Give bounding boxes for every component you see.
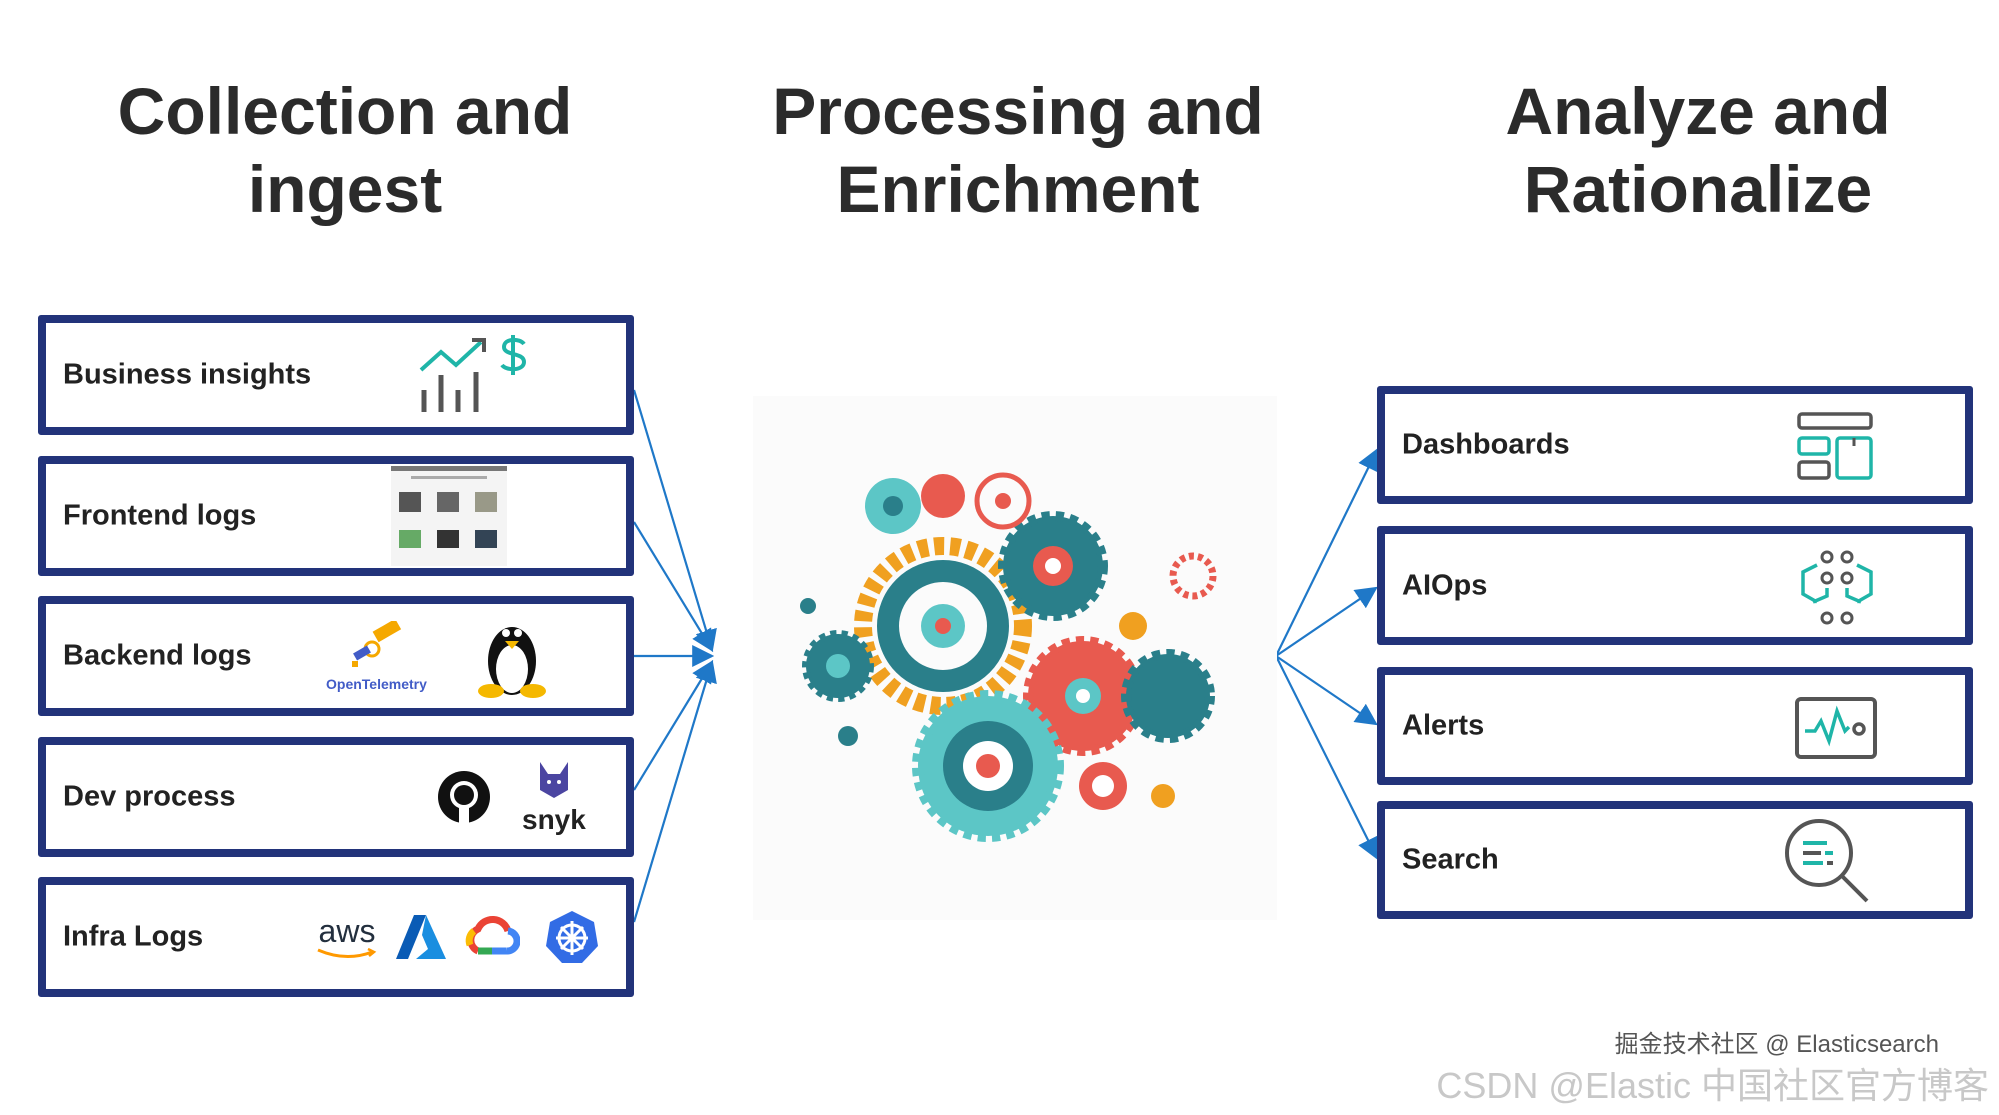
azure-logo [396, 915, 446, 959]
output-label: Alerts [1402, 709, 1485, 742]
snyk-text: snyk [522, 803, 586, 835]
output-search: Search [1377, 801, 1973, 919]
heading-line: ingest [247, 152, 443, 226]
gear [921, 474, 965, 518]
output-aiops: AIOps [1377, 526, 1973, 645]
output-alerts: Alerts [1377, 667, 1973, 785]
alerts-monitor-icon [1795, 697, 1877, 759]
chart-dollar-icon [419, 335, 527, 412]
arrow-search [1275, 655, 1378, 860]
opentelemetry-logo: OpenTelemetry [326, 618, 427, 692]
webshop-screenshot [391, 466, 507, 566]
source-label: Frontend logs [63, 499, 257, 532]
gear [865, 478, 921, 534]
watermark-csdn: CSDN @Elastic 中国社区官方博客 [1436, 1065, 1989, 1106]
arrow-aiops [1275, 586, 1378, 657]
output-label: AIOps [1402, 569, 1488, 601]
opentelemetry-text: OpenTelemetry [326, 675, 427, 692]
arrow-infra [632, 659, 717, 923]
output-dashboards: Dashboards [1377, 386, 1973, 504]
source-backend-logs: Backend logs OpenTelemetry [38, 596, 634, 716]
arrow-business [632, 389, 717, 653]
source-dev-process: Dev process snyk [38, 737, 634, 857]
arrow-alerts [1275, 655, 1378, 726]
gear [802, 630, 874, 702]
gear [974, 472, 1032, 530]
search-magnifier-icon [1785, 819, 1869, 903]
gear [1169, 552, 1217, 600]
heading-line: Rationalize [1523, 152, 1873, 226]
arrow-dev [633, 660, 714, 791]
source-label: Business insights [63, 358, 312, 391]
heading-collection: Collection and ingest [65, 72, 625, 228]
arrow-frontend [633, 521, 714, 652]
source-frontend-logs: Frontend logs [38, 456, 634, 576]
gear [1121, 649, 1215, 743]
heading-analyze: Analyze and Rationalize [1418, 72, 1978, 228]
gear [912, 690, 1064, 842]
heading-line: Processing and [772, 74, 1264, 148]
gear [998, 511, 1108, 621]
aws-text: aws [318, 913, 376, 949]
heading-processing: Processing and Enrichment [738, 72, 1298, 228]
source-label: Backend logs [63, 639, 252, 672]
google-cloud-logo [465, 916, 520, 955]
source-label: Dev process [63, 780, 236, 813]
heading-line: Enrichment [836, 152, 1200, 226]
github-logo [438, 771, 490, 823]
output-label: Dashboards [1402, 428, 1570, 461]
source-business-insights: Business insights [38, 315, 634, 435]
snyk-logo: snyk [522, 760, 586, 835]
aws-logo: aws [316, 914, 378, 960]
arrow-dashboards [1275, 448, 1379, 657]
source-infra-logs: Infra Logs aws [38, 877, 634, 997]
gear [800, 598, 1175, 808]
kubernetes-logo [546, 911, 598, 963]
source-label: Infra Logs [63, 920, 204, 953]
heading-line: Collection and [117, 74, 573, 148]
gear [1079, 762, 1127, 810]
dashboard-icon [1797, 412, 1873, 480]
linux-tux-logo [477, 627, 546, 698]
aiops-icon [1801, 550, 1873, 625]
gears-illustration [753, 396, 1277, 920]
heading-line: Analyze and [1505, 74, 1891, 148]
output-label: Search [1402, 843, 1499, 876]
watermark-juejin: 掘金技术社区 @ Elasticsearch [1614, 1031, 1939, 1058]
gear [854, 537, 1032, 715]
